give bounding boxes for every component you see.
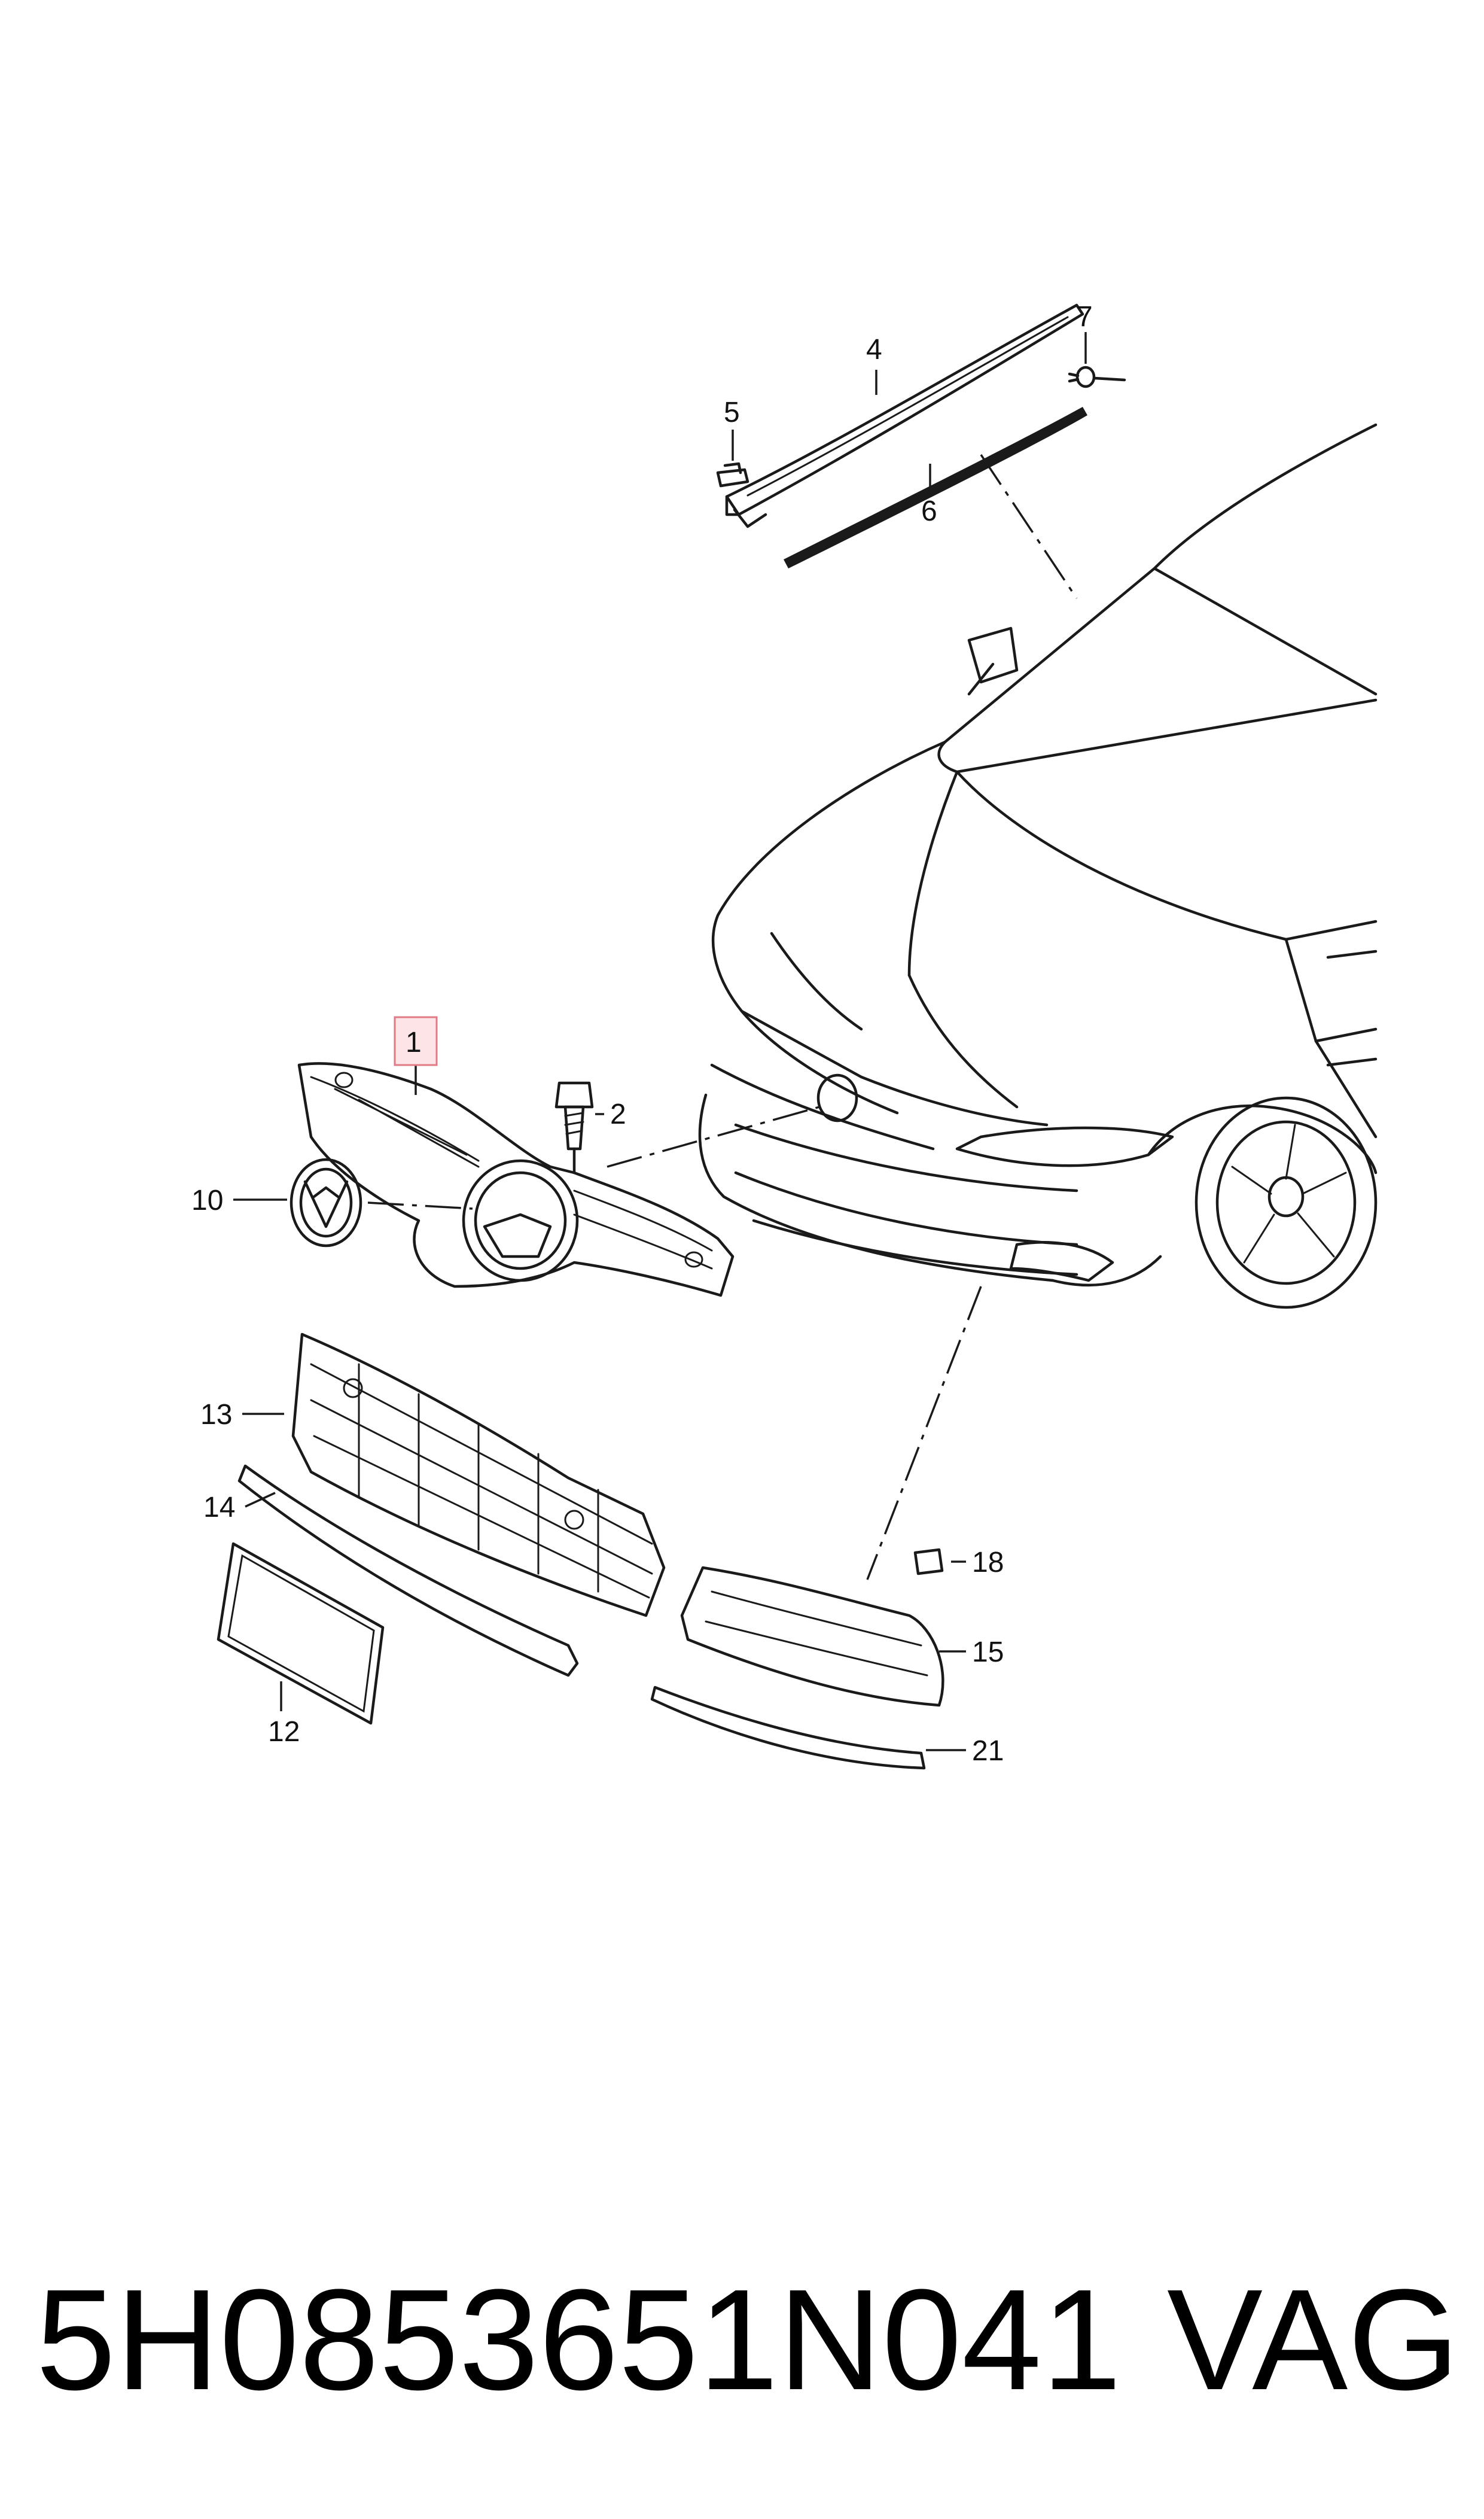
- callout-7: 7: [1077, 301, 1093, 333]
- part-number: 5H0853651N041: [36, 2259, 1122, 2420]
- callout-13: 13: [200, 1399, 232, 1431]
- chrome-strip-21: [650, 1686, 926, 1770]
- windscreen-seal-6: [784, 407, 1087, 568]
- brand-name: VAG: [1166, 2259, 1459, 2420]
- callout-18: 18: [972, 1547, 1004, 1578]
- clip-5: [716, 462, 749, 488]
- clip-18: [913, 1548, 944, 1575]
- callout-2: 2: [610, 1099, 626, 1130]
- lower-grille-13: [291, 1332, 666, 1617]
- callout-1-highlight: [394, 1016, 438, 1066]
- callout-12: 12: [268, 1716, 300, 1748]
- screw-2: [554, 1081, 594, 1175]
- callout-10: 10: [191, 1185, 223, 1216]
- upper-grille-1: [297, 1062, 735, 1297]
- plate-holder-12: [217, 1542, 385, 1725]
- side-grille-15: [680, 1566, 944, 1707]
- connection-lines: [367, 454, 1078, 1580]
- part-number-footer: 5H0853651N041 VAG: [36, 2250, 1459, 2429]
- vw-emblem-10: [290, 1158, 362, 1248]
- callout-6: 6: [921, 495, 937, 527]
- windscreen-trim-4: [725, 303, 1084, 528]
- callout-14: 14: [203, 1492, 235, 1523]
- callout-1: 1: [406, 1027, 422, 1058]
- callout-4: 4: [866, 334, 882, 366]
- trim-strip-14: [237, 1464, 579, 1677]
- callout-15: 15: [972, 1636, 1004, 1668]
- leader-lines: [233, 332, 1087, 1751]
- callout-5: 5: [724, 397, 740, 428]
- callout-21: 21: [972, 1735, 1004, 1767]
- car-body-outline: [698, 423, 1378, 1309]
- rivet-7: [1068, 366, 1126, 388]
